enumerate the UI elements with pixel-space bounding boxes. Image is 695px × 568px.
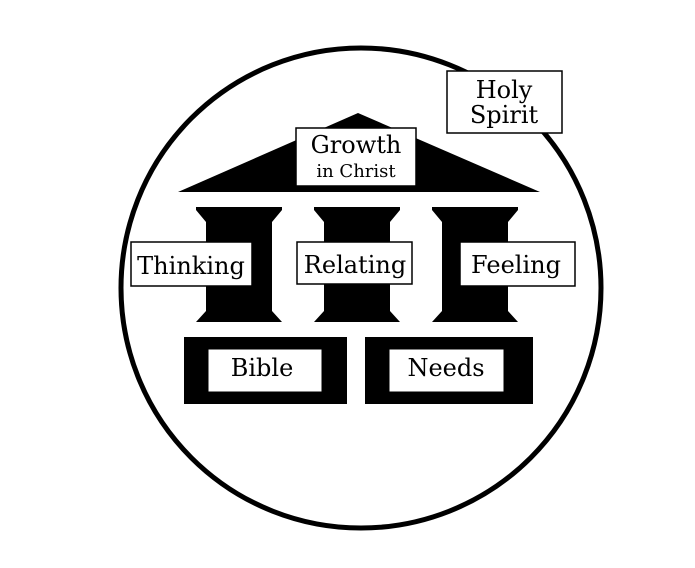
foundation-left: Bible [184,337,347,404]
relating-label: Relating [304,251,406,279]
needs-frame [388,348,505,393]
growth-in-christ-frame [295,127,417,187]
holy-label: Holy [476,76,533,104]
feeling-box: Feeling [459,241,576,287]
holy-spirit-frame [446,70,563,134]
growth-label: Growth [311,131,402,159]
growth-in-christ-box: Growth in Christ [295,127,417,187]
thinking-frame [130,241,253,287]
relating-frame [296,241,413,285]
bible-frame [207,348,323,393]
in-christ-label: in Christ [316,161,396,182]
holy-spirit-box: Holy Spirit [446,70,563,134]
needs-label: Needs [407,354,484,382]
relating-box: Relating [296,241,413,285]
feeling-label: Feeling [471,251,561,279]
foundation-right: Needs [365,337,533,404]
feeling-frame [459,241,576,287]
spirit-label: Spirit [470,101,539,129]
bible-label: Bible [231,354,294,382]
thinking-box: Thinking [130,241,253,287]
thinking-label: Thinking [137,252,245,280]
